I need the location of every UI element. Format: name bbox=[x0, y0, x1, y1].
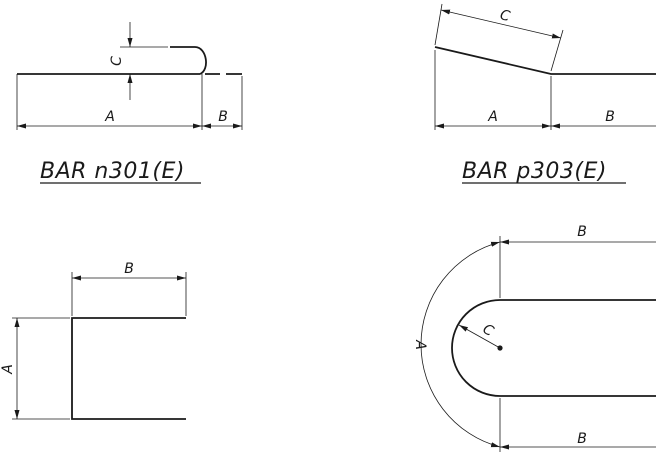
label-c: C bbox=[109, 56, 125, 66]
label-a: A bbox=[104, 109, 115, 125]
hairpin-shape bbox=[451, 299, 656, 397]
bracket-shape bbox=[71, 317, 186, 420]
ext-line bbox=[434, 3, 443, 46]
figure-title: BAR p303(E) bbox=[462, 159, 607, 184]
label-b-top: B bbox=[577, 224, 587, 240]
label-b: B bbox=[218, 109, 228, 125]
label-a: A bbox=[487, 109, 498, 125]
dim-a-arc bbox=[420, 241, 501, 448]
figure-bar-p303: C A B BAR p303(E) bbox=[434, 3, 656, 184]
figure-hairpin: C B B A bbox=[412, 224, 656, 452]
dim-c bbox=[440, 9, 562, 39]
ext-line bbox=[550, 29, 564, 72]
label-b-bottom: B bbox=[577, 431, 587, 447]
figure-bracket: B A bbox=[0, 261, 187, 420]
figure-bar-n301: A B C BAR n301(E) bbox=[16, 22, 243, 184]
label-a: A bbox=[0, 364, 16, 375]
label-c: C bbox=[480, 321, 497, 340]
label-b: B bbox=[605, 109, 615, 125]
label-c: C bbox=[498, 7, 511, 25]
bar-p303-shape bbox=[434, 46, 656, 75]
bar-n301-shape bbox=[17, 46, 207, 75]
label-b: B bbox=[124, 261, 134, 277]
label-a: A bbox=[412, 339, 428, 350]
figure-title: BAR n301(E) bbox=[40, 159, 185, 184]
